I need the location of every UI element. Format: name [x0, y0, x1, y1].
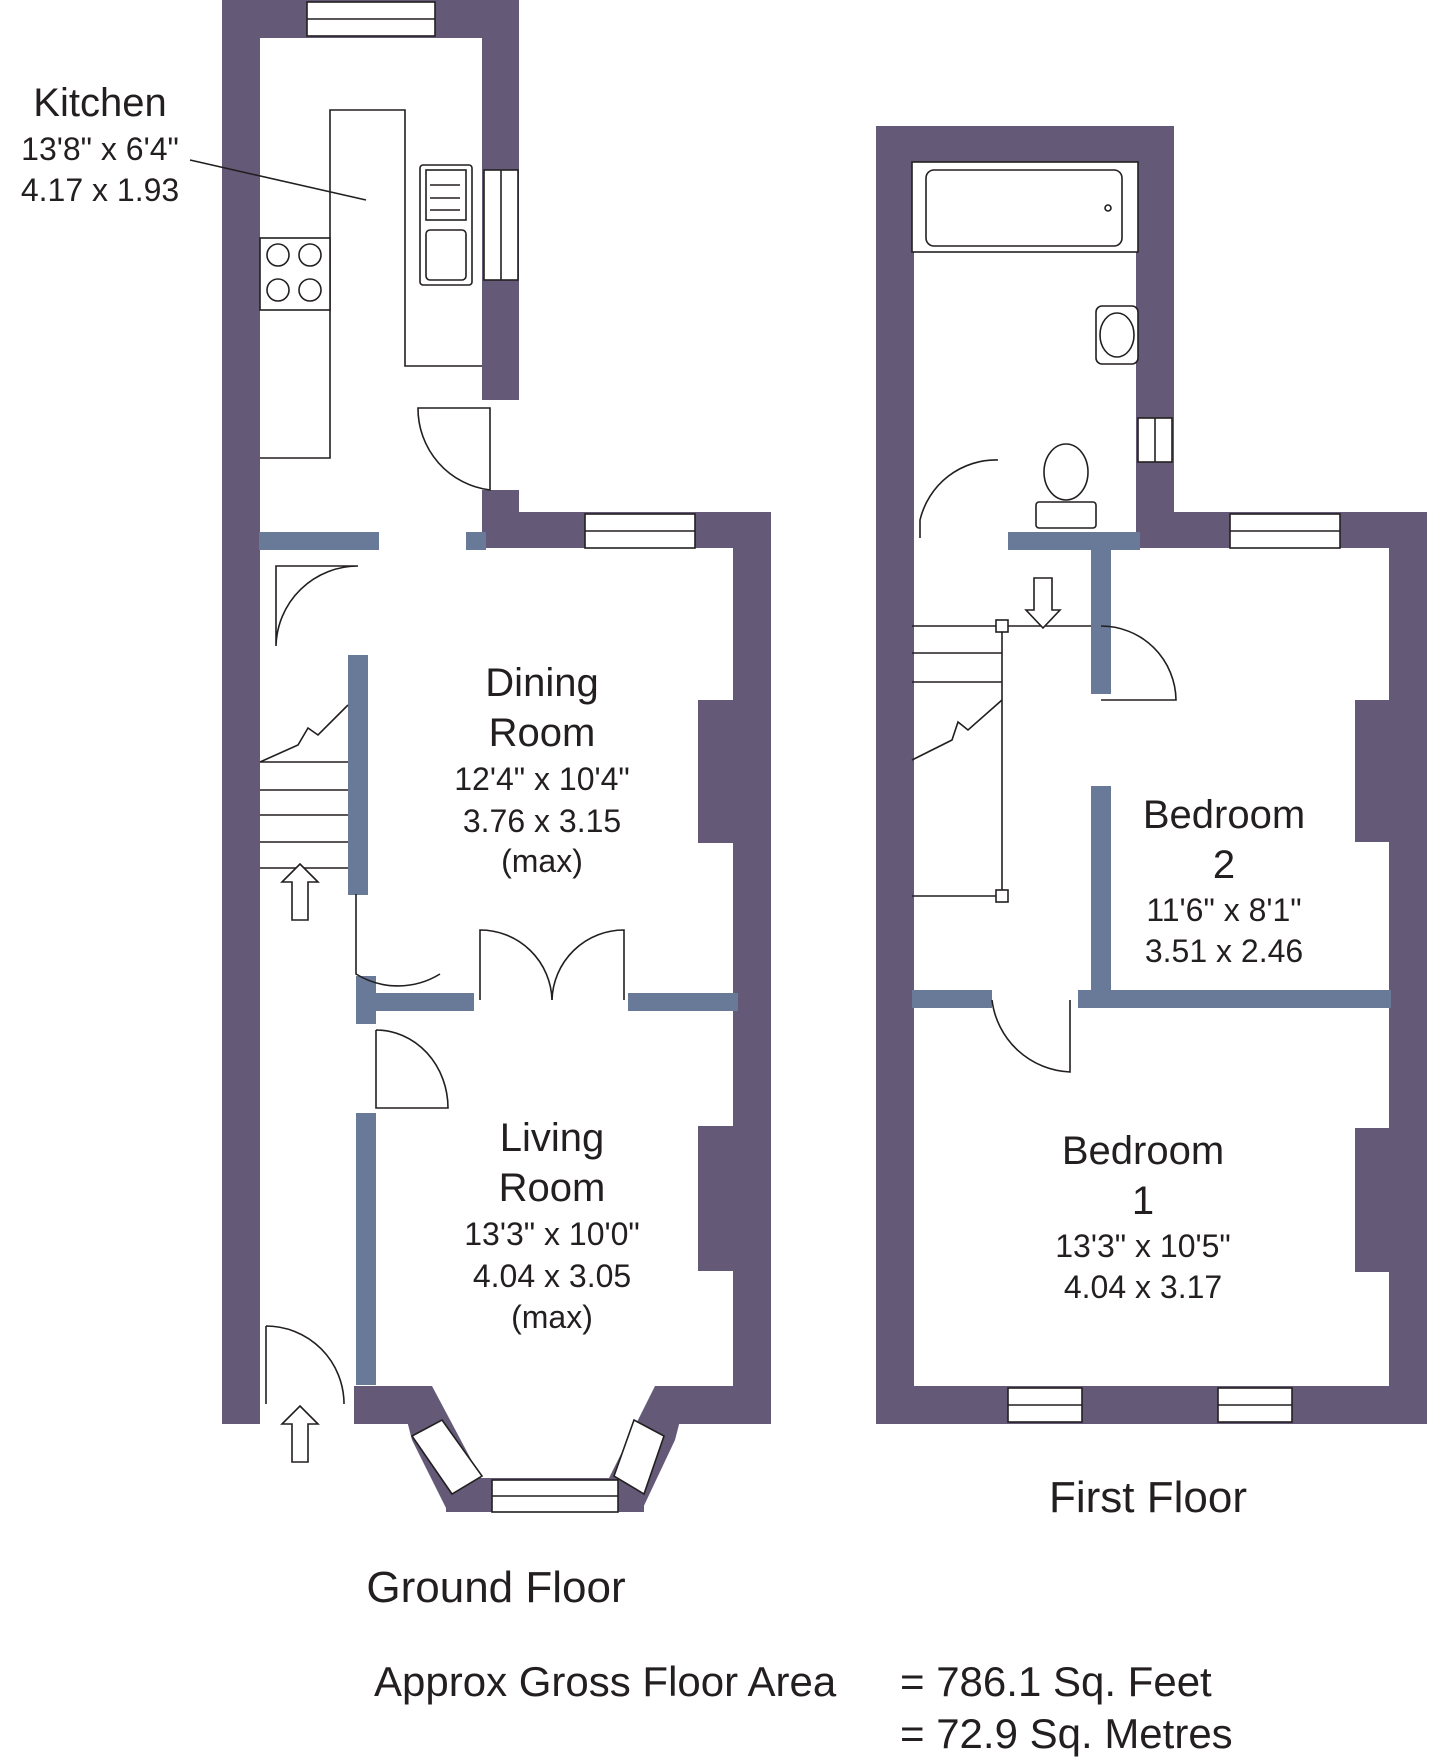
living-name-line1: Living — [500, 1116, 605, 1160]
bedroom2-west-partition-lower — [1091, 786, 1111, 1000]
ground-west-wall — [222, 0, 260, 1424]
bay-right-window — [613, 1418, 665, 1496]
kitchen-sink — [419, 164, 473, 286]
bedroom1-name-line1: Bedroom — [1062, 1129, 1224, 1173]
double-door-left[interactable] — [479, 929, 553, 1001]
entrance-arrow — [280, 1404, 320, 1463]
stairs-down-arrow — [1024, 577, 1062, 630]
area-sq-metres: = 72.9 Sq. Metres — [900, 1710, 1233, 1757]
living-note: (max) — [511, 1299, 593, 1335]
dining-hall-door[interactable] — [355, 894, 441, 987]
living-hall-door[interactable] — [375, 1029, 449, 1109]
bedroom1-dim-metric: 4.04 x 3.17 — [1064, 1269, 1222, 1305]
dining-dim-metric: 3.76 x 3.15 — [463, 803, 621, 839]
front-door[interactable] — [265, 1325, 345, 1405]
dining-dim-imperial: 12'4" x 10'4" — [454, 761, 630, 797]
stair-partition — [348, 655, 368, 895]
kitchen-name: Kitchen — [33, 81, 166, 125]
understairs-door[interactable] — [275, 565, 359, 647]
ground-floor-label: Ground Floor — [366, 1563, 625, 1612]
first-stairs — [911, 619, 1091, 903]
hall-north-partition — [259, 532, 379, 550]
living-dim-imperial: 13'3" x 10'0" — [464, 1216, 640, 1252]
bedroom2-door[interactable] — [1100, 625, 1177, 701]
dining-name-line1: Dining — [485, 661, 598, 705]
bedroom1-dim-imperial: 13'3" x 10'5" — [1055, 1228, 1231, 1264]
area-summary: Approx Gross Floor Area = 786.1 Sq. Feet… — [374, 1658, 1233, 1757]
bedroom2-west-partition-upper — [1091, 532, 1111, 694]
kitchen-door[interactable] — [417, 407, 491, 491]
bathroom-east-wall — [1136, 126, 1174, 548]
bedroom1-name-line2: 1 — [1132, 1179, 1154, 1223]
kitchen-worktop — [260, 109, 482, 459]
living-name-line2: Room — [499, 1166, 606, 1210]
bath — [911, 161, 1139, 253]
dining-living-partition-west — [364, 993, 474, 1011]
dining-living-partition-east — [628, 993, 738, 1011]
bay-left-window — [410, 1418, 484, 1496]
living-dim-metric: 4.04 x 3.05 — [473, 1258, 631, 1294]
stairs-up-arrow — [280, 862, 320, 921]
bedroom1-chimney-breast — [1355, 1128, 1395, 1272]
ground-floor-plan: Kitchen 13'8" x 6'4" 4.17 x 1.93 Dining … — [21, 0, 771, 1612]
bedroom2-dim-metric: 3.51 x 2.46 — [1145, 933, 1303, 969]
double-door-right[interactable] — [551, 929, 625, 1001]
bedroom2-name-line1: Bedroom — [1143, 793, 1305, 837]
dining-chimney-breast — [698, 700, 738, 843]
toilet — [1043, 443, 1089, 501]
area-sq-feet: = 786.1 Sq. Feet — [900, 1658, 1212, 1705]
bathroom-south-partition — [1008, 532, 1140, 550]
hall-north-partition-stub — [466, 532, 486, 550]
bedroom2-chimney-breast — [1355, 700, 1395, 842]
bathroom-north-wall — [876, 126, 1174, 164]
ground-east-wall — [733, 512, 771, 1424]
kitchen-leader-line — [189, 159, 367, 201]
kitchen-dim-imperial: 13'8" x 6'4" — [21, 131, 179, 167]
dining-name-line2: Room — [489, 711, 596, 755]
dining-note: (max) — [501, 843, 583, 879]
first-south-wall — [876, 1386, 1427, 1424]
washbasin — [1095, 305, 1139, 365]
landing-south-partition-west — [912, 990, 992, 1008]
bedroom2-name-line2: 2 — [1213, 843, 1235, 887]
bedroom-partition — [1078, 990, 1391, 1008]
bathroom-door[interactable] — [919, 459, 999, 538]
first-west-wall — [876, 126, 914, 1424]
living-chimney-breast — [698, 1126, 738, 1271]
bedroom2-dim-imperial: 11'6" x 8'1" — [1146, 892, 1301, 928]
first-floor-plan: Bedroom 2 11'6" x 8'1" 3.51 x 2.46 Bedro… — [876, 126, 1427, 1522]
living-west-partition — [356, 1113, 376, 1385]
kitchen-dim-metric: 4.17 x 1.93 — [21, 172, 179, 208]
first-floor-label: First Floor — [1049, 1473, 1247, 1522]
area-label: Approx Gross Floor Area — [374, 1658, 837, 1705]
first-east-wall — [1389, 512, 1427, 1424]
ground-stairs — [259, 704, 349, 869]
bedroom1-door[interactable] — [991, 999, 1071, 1073]
